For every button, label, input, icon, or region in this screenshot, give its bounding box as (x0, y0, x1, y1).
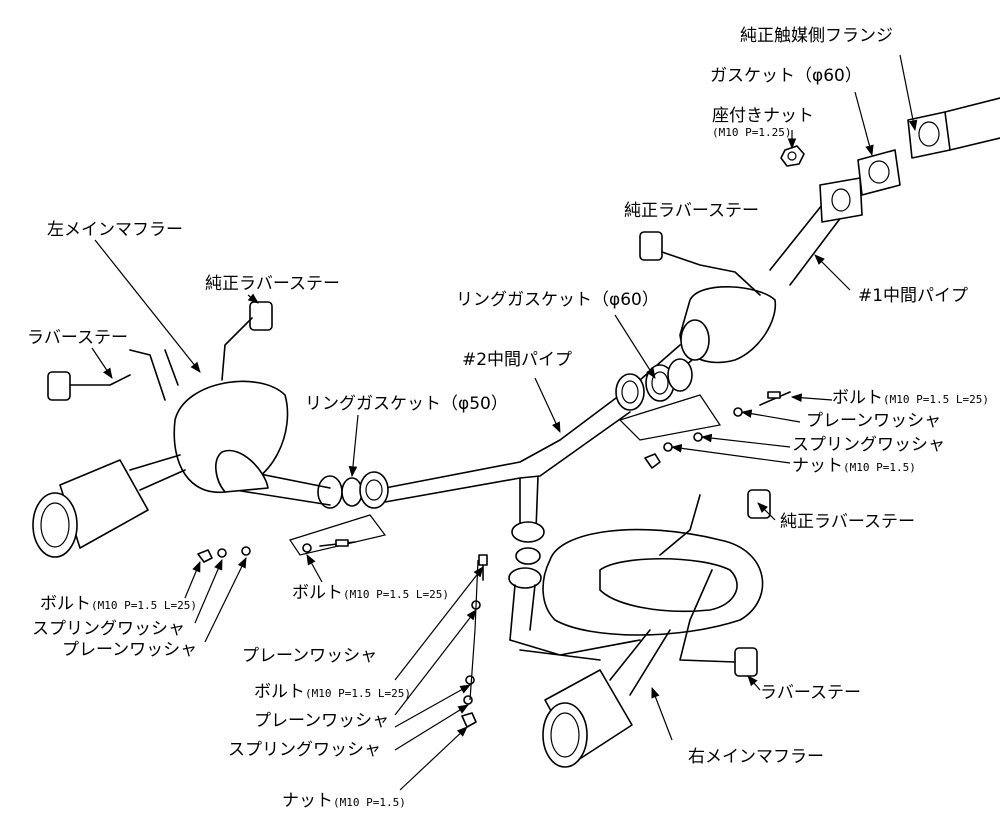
label-spring-washer-bottom: スプリングワッシャ (228, 740, 381, 760)
label-oem-rubber-stay-top: 純正ラバーステー (624, 201, 759, 221)
label-oem-rubber-stay-left: 純正ラバーステー (205, 274, 340, 294)
mid-pipe-1-part (639, 97, 1000, 402)
label-gasket-60: ガスケット（φ60） (710, 66, 862, 86)
label-ring-gasket-60: リングガスケット（φ60） (456, 290, 659, 310)
label-plain-washer-bottom: プレーンワッシャ (254, 711, 390, 731)
label-rubber-stay-right: ラバーステー (760, 683, 861, 703)
nut-left-part (197, 549, 213, 563)
label-mid-pipe-2: #2中間パイプ (462, 350, 573, 370)
oem-rubber-stay-left-part (249, 301, 273, 331)
flange-gasket-60 (819, 177, 863, 223)
label-right-main-muffler: 右メインマフラー (688, 747, 824, 767)
label-seated-nut: 座付きナット(M10 P=1.25) (712, 106, 814, 139)
label-plain-washer-right: プレーンワッシャ (806, 411, 942, 431)
bolt-center-part (335, 539, 349, 547)
bolt-right-part (767, 391, 781, 399)
label-plain-washer-left: プレーンワッシャ (62, 640, 198, 660)
label-spring-washer-left: スプリングワッシャ (32, 619, 185, 639)
label-ring-gasket-50: リングガスケット（φ50） (305, 394, 508, 414)
ring-gasket-50-part (341, 477, 363, 507)
seated-nut-part (780, 145, 805, 167)
oem-cat-flange-part (907, 111, 951, 159)
right-main-muffler-part (509, 489, 771, 768)
label-nut-bottom: ナット(M10 P=1.5) (282, 791, 406, 811)
label-oem-rubber-stay-right: 純正ラバーステー (780, 512, 915, 532)
fasteners (197, 391, 791, 728)
mid-pipe-2-part (289, 373, 722, 641)
label-left-main-muffler: 左メインマフラー (47, 220, 183, 240)
nut-right-part (644, 453, 661, 469)
rubber-stay-left-part (47, 371, 71, 401)
label-bolt-center: ボルト(M10 P=1.5 L=25) (292, 583, 449, 603)
label-spring-washer-right: スプリングワッシャ (792, 435, 945, 455)
leader-lines (91, 54, 918, 791)
label-nut-right: ナット(M10 P=1.5) (792, 456, 916, 476)
label-bolt-bottom: ボルト(M10 P=1.5 L=25) (254, 682, 411, 702)
label-oem-cat-flange: 純正触媒側フランジ (740, 26, 893, 46)
label-bolt-right: ボルト(M10 P=1.5 L=25) (832, 388, 989, 408)
label-bolt-left: ボルト(M10 P=1.5 L=25) (40, 594, 197, 614)
label-mid-pipe-1: #1中間パイプ (858, 286, 969, 306)
bolt-bottom-part (478, 554, 488, 566)
left-main-muffler-part (32, 301, 331, 558)
label-plain-washer-center: プレーンワッシャ (242, 646, 378, 666)
label-rubber-stay-left: ラバーステー (27, 328, 128, 348)
rubber-stay-right-part (734, 647, 758, 677)
rubber-stay-top-part (639, 231, 663, 261)
